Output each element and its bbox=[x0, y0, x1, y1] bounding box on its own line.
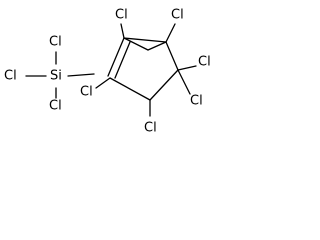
bond-c1-c6 bbox=[147, 41, 167, 51]
bond-c5-cl-down bbox=[177, 69, 191, 95]
bond-c2-c3-a bbox=[107, 37, 125, 77]
atom-cl-si-top: Cl bbox=[49, 35, 62, 50]
atom-cl-c3: Cl bbox=[80, 85, 93, 100]
bond-c5-c4 bbox=[149, 69, 179, 101]
bond-c3-c4 bbox=[109, 77, 151, 101]
bond-c5-cl-right bbox=[177, 65, 197, 71]
atom-cl-c1: Cl bbox=[171, 8, 184, 23]
atom-cl-c4: Cl bbox=[144, 121, 157, 136]
atom-si: Si bbox=[50, 69, 62, 84]
atom-cl-c7b: Cl bbox=[190, 94, 203, 109]
bond-c6-cl bbox=[165, 23, 176, 43]
molecule-diagram: Cl Cl Si Cl Cl Cl Cl Cl Cl Cl bbox=[0, 0, 227, 150]
bond-c7-c6 bbox=[123, 37, 167, 43]
bond-c2-c1 bbox=[123, 37, 149, 51]
atom-labels: Cl Cl Si Cl Cl Cl Cl Cl Cl Cl bbox=[4, 8, 211, 136]
bonds bbox=[25, 23, 197, 117]
structure-svg: Cl Cl Si Cl Cl Cl Cl Cl Cl Cl bbox=[4, 8, 211, 136]
bond-c2-c3-b bbox=[114, 41, 131, 79]
atom-cl-si-bottom: Cl bbox=[49, 99, 62, 114]
atom-cl-c7a: Cl bbox=[198, 55, 211, 70]
atom-cl-si-left: Cl bbox=[4, 69, 17, 84]
bond-c6-c5 bbox=[165, 41, 179, 71]
bond-c2-cl bbox=[120, 23, 125, 39]
bond-c3-cl bbox=[95, 77, 111, 89]
bond-si-c3 bbox=[67, 73, 95, 77]
atom-cl-c2: Cl bbox=[115, 8, 128, 23]
